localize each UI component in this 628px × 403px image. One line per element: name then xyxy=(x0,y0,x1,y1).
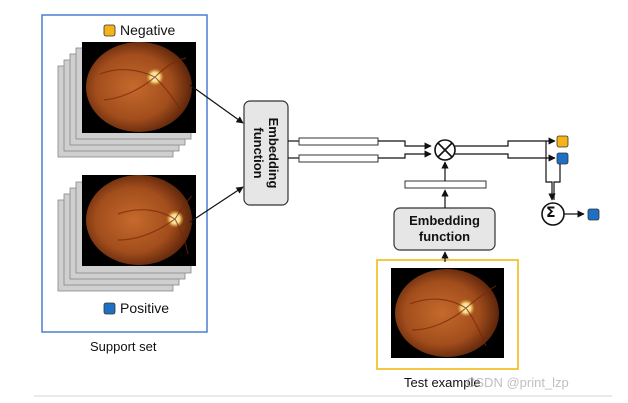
test-example-label: Test example xyxy=(404,375,481,390)
negative-legend-label: Negative xyxy=(120,22,176,38)
embedding-vector-test xyxy=(404,180,487,189)
embedding-vector-negative xyxy=(298,137,379,146)
positive-legend-square xyxy=(103,302,116,315)
output-negative-square xyxy=(556,135,569,148)
positive-legend-label: Positive xyxy=(120,300,170,316)
final-output-square xyxy=(587,208,600,221)
output-positive-square xyxy=(556,152,569,165)
embedding-label-line2: function xyxy=(251,127,266,179)
watermark: CSDN @print_lzp xyxy=(466,375,569,390)
embedding-function-box-left xyxy=(243,100,289,206)
embedding-function-label-bottom: Embedding function xyxy=(394,208,495,250)
arrow-negative-to-embedding xyxy=(189,84,244,124)
support-set-label: Support set xyxy=(90,339,157,354)
embedding-label-line1: Embedding xyxy=(266,117,281,189)
arrow-positive-to-embedding xyxy=(189,186,244,223)
embedding-function-label-left: Embedding function xyxy=(244,101,288,205)
negative-image-stack xyxy=(57,42,196,158)
sum-symbol: Σ xyxy=(546,205,556,221)
embedding-vector-positive xyxy=(298,154,379,163)
negative-legend-square xyxy=(103,24,116,37)
embedding-label-line1: Embedding xyxy=(409,213,480,228)
positive-image-stack xyxy=(57,175,196,292)
embedding-label-line2: function xyxy=(418,229,471,244)
